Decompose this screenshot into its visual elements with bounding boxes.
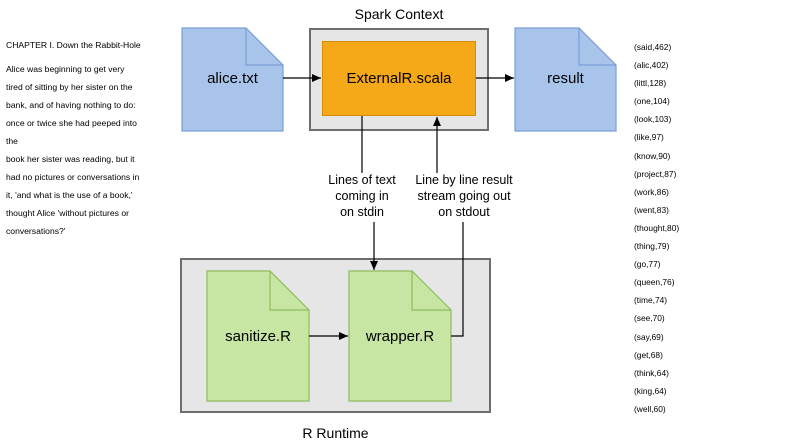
sanitize-r-label: sanitize.R (225, 327, 291, 345)
source-text-line: it, 'and what is the use of a book,' (6, 190, 133, 200)
stdout-label: Line by line result stream going out on … (415, 173, 513, 219)
result-list: (said,462) (alic,402) (littl,128) (one,104)… (634, 38, 679, 418)
wrapper-r-document (348, 270, 452, 402)
wrapper-r-label: wrapper.R (365, 327, 435, 345)
result-document (514, 27, 617, 132)
source-text-line: tired of sitting by her sister on the (6, 82, 133, 92)
result-item: (look,103) (634, 114, 672, 125)
result-item: (get,68) (634, 349, 663, 360)
spark-context-title: Spark Context (354, 6, 444, 22)
source-text-line: had no pictures or conversations in (6, 172, 140, 182)
result-item: (project,87) (634, 168, 677, 179)
result-item: (think,64) (634, 367, 669, 378)
result-item: (like,97) (634, 132, 664, 143)
source-text-line: conversations?' (6, 226, 66, 236)
r-runtime-title: R Runtime (302, 425, 369, 441)
result-item: (queen,76) (634, 277, 675, 288)
chapter-heading: CHAPTER I. Down the Rabbit-Hole (6, 40, 141, 50)
source-text-line: once or twice she had peeped into (6, 118, 137, 128)
alice-txt-document (181, 27, 284, 132)
source-text-line: the (6, 136, 18, 146)
result-item: (see,70) (634, 313, 665, 324)
result-item: (one,104) (634, 96, 670, 107)
result-item: (thought,80) (634, 222, 680, 233)
source-text-line: book her sister was reading, but it (6, 154, 135, 164)
result-item: (time,74) (634, 295, 668, 306)
source-text-line: Alice was beginning to get very (6, 64, 125, 74)
result-item: (well,60) (634, 403, 666, 414)
result-item: (say,69) (634, 331, 664, 342)
result-item: (go,77) (634, 259, 661, 270)
source-text-line: bank, and of having nothing to do: (6, 100, 136, 110)
result-item: (know,90) (634, 150, 671, 161)
result-item: (went,83) (634, 204, 669, 215)
source-text-lines: Alice was beginning to get very tired of … (6, 60, 176, 240)
stdin-label: Lines of text coming in on stdin (328, 173, 396, 219)
sanitize-r-document (206, 270, 310, 402)
result-label: result (547, 69, 584, 87)
result-item: (said,462) (634, 42, 672, 52)
result-item: (thing,79) (634, 241, 670, 252)
alice-txt-label: alice.txt (207, 69, 258, 87)
source-text-panel: CHAPTER I. Down the Rabbit-Hole Alice wa… (6, 36, 176, 240)
result-item: (littl,128) (634, 78, 667, 89)
result-item: (king,64) (634, 385, 667, 396)
result-item: (alic,402) (634, 60, 669, 71)
result-item: (work,86) (634, 186, 669, 197)
external-r-scala-label: ExternalR.scala (346, 70, 452, 87)
external-r-scala-process: ExternalR.scala (322, 41, 476, 116)
source-text-line: thought Alice 'without pictures or (6, 208, 129, 218)
arrow-stdout (451, 222, 464, 337)
